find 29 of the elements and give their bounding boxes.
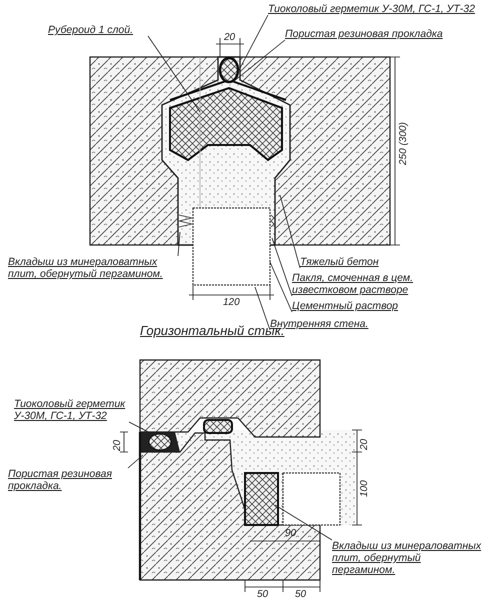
leader-line [254, 286, 270, 330]
callout-text: Цементный раствор [292, 300, 422, 312]
dimension-label: 250 (300) [398, 122, 409, 165]
dimension-label: 20 [359, 438, 370, 450]
leader-line [128, 422, 158, 438]
callout-text: Рубероид 1 слой. [48, 24, 148, 36]
leader-line [128, 454, 144, 468]
dimension-label: 20 [224, 32, 236, 43]
leader-line [178, 232, 180, 256]
leader-line [270, 262, 292, 312]
leader-line [274, 504, 332, 540]
dimension-label: 20 [112, 440, 123, 451]
callout-text: Пористая резиновая прокладка [285, 28, 465, 40]
leader-line [280, 194, 300, 268]
callout-text: Пакля, смоченная в цем. известковом растворе [292, 272, 452, 296]
leader-line [232, 40, 286, 82]
dimension-label: 120 [223, 297, 240, 308]
callout-text: Тиоколовый герметик У-30М, ГС-1, УТ-32 [268, 3, 483, 15]
dimension-label: 100 [359, 480, 370, 497]
leader-line [148, 36, 200, 112]
dimension-label: 50 [295, 589, 306, 600]
callout-text: Пористая резиновая прокладка. [8, 468, 128, 492]
callout-text: Тиоколовый герметик У-30М, ГС-1, УТ-32 [14, 398, 129, 422]
callout-text: Вкладыш из минераловатных плит, обернутый пергамином. [332, 540, 482, 576]
leader-line [272, 238, 292, 296]
callout-text: Тяжелый бетон [300, 256, 410, 268]
dimension-label: 50 [257, 589, 268, 600]
leader-line [238, 14, 268, 72]
callout-text: Вкладыш из минераловатных плит, обернутый пергамином. [8, 256, 178, 280]
